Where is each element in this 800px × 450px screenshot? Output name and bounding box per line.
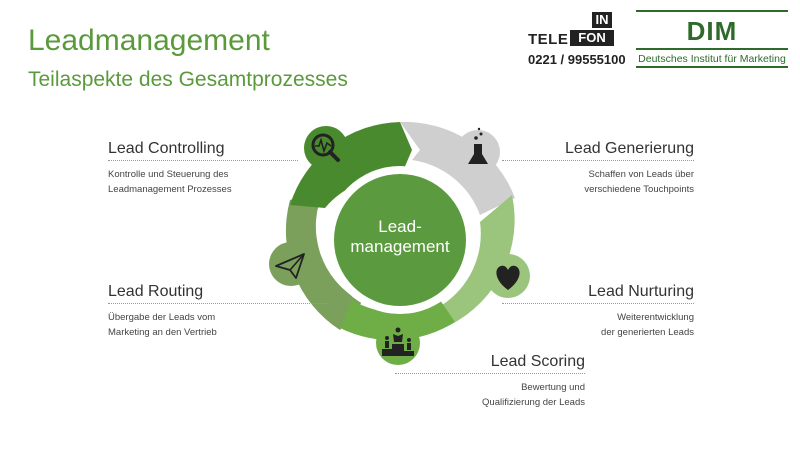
dim-logo-name: Deutsches Institut für Marketing bbox=[638, 53, 786, 65]
segment-routing bbox=[285, 188, 362, 330]
step-nurturing-desc: Weiterentwicklung der generierten Leads bbox=[601, 312, 694, 338]
logo-phone-number: 0221 / 99555100 bbox=[528, 52, 626, 67]
magnifier-pulse-icon bbox=[304, 126, 348, 170]
logo-word-tele: TELE bbox=[528, 31, 569, 48]
dim-logo: DIM Deutsches Institut für Marketing bbox=[636, 10, 788, 68]
logo-cell-in: IN bbox=[592, 12, 612, 28]
step-nurturing: Lead Nurturing Weiterentwicklung der gen… bbox=[502, 283, 694, 340]
step-generierung-title: Lead Generierung bbox=[502, 140, 694, 161]
step-routing-title: Lead Routing bbox=[108, 283, 328, 304]
paper-plane-icon bbox=[269, 242, 313, 286]
segment-generierung bbox=[400, 121, 515, 215]
podium-icon bbox=[376, 321, 420, 365]
flask-icon bbox=[456, 127, 500, 174]
dim-logo-abbr: DIM bbox=[686, 16, 738, 46]
logo-cell-blank bbox=[570, 12, 590, 28]
step-scoring: Lead Scoring Bewertung und Qualifizierun… bbox=[395, 353, 585, 410]
center-label-line1: Lead- bbox=[378, 217, 421, 236]
dim-logo-mid-line bbox=[636, 48, 788, 50]
step-scoring-desc: Bewertung und Qualifizierung der Leads bbox=[482, 382, 585, 408]
logo-cell-fon: FON bbox=[570, 30, 614, 46]
dim-logo-top-line bbox=[636, 10, 788, 12]
heart-icon bbox=[486, 254, 530, 298]
step-routing-desc: Übergabe der Leads vom Marketing an den … bbox=[108, 312, 217, 338]
step-routing: Lead Routing Übergabe der Leads vom Mark… bbox=[108, 283, 328, 340]
step-scoring-title: Lead Scoring bbox=[395, 353, 585, 374]
step-nurturing-title: Lead Nurturing bbox=[502, 283, 694, 304]
dim-logo-bottom-line bbox=[636, 66, 788, 68]
step-controlling-desc: Kontrolle und Steuerung des Leadmanageme… bbox=[108, 169, 232, 195]
center-label-line2: management bbox=[350, 237, 450, 256]
step-controlling-title: Lead Controlling bbox=[108, 140, 298, 161]
center-circle bbox=[334, 174, 466, 306]
segment-controlling bbox=[290, 122, 412, 208]
step-generierung: Lead Generierung Schaffen von Leads über… bbox=[502, 140, 694, 197]
segment-nurturing bbox=[442, 195, 515, 325]
step-controlling: Lead Controlling Kontrolle und Steuerung… bbox=[108, 140, 298, 197]
step-generierung-desc: Schaffen von Leads über verschiedene Tou… bbox=[584, 169, 694, 195]
page-subtitle: Teilaspekte des Gesamtprozesses bbox=[28, 68, 348, 91]
telefon-info-logo: IN FON TELE 0221 / 99555100 bbox=[528, 12, 626, 72]
page-title: Leadmanagement bbox=[28, 24, 270, 57]
segment-scoring bbox=[340, 300, 455, 341]
